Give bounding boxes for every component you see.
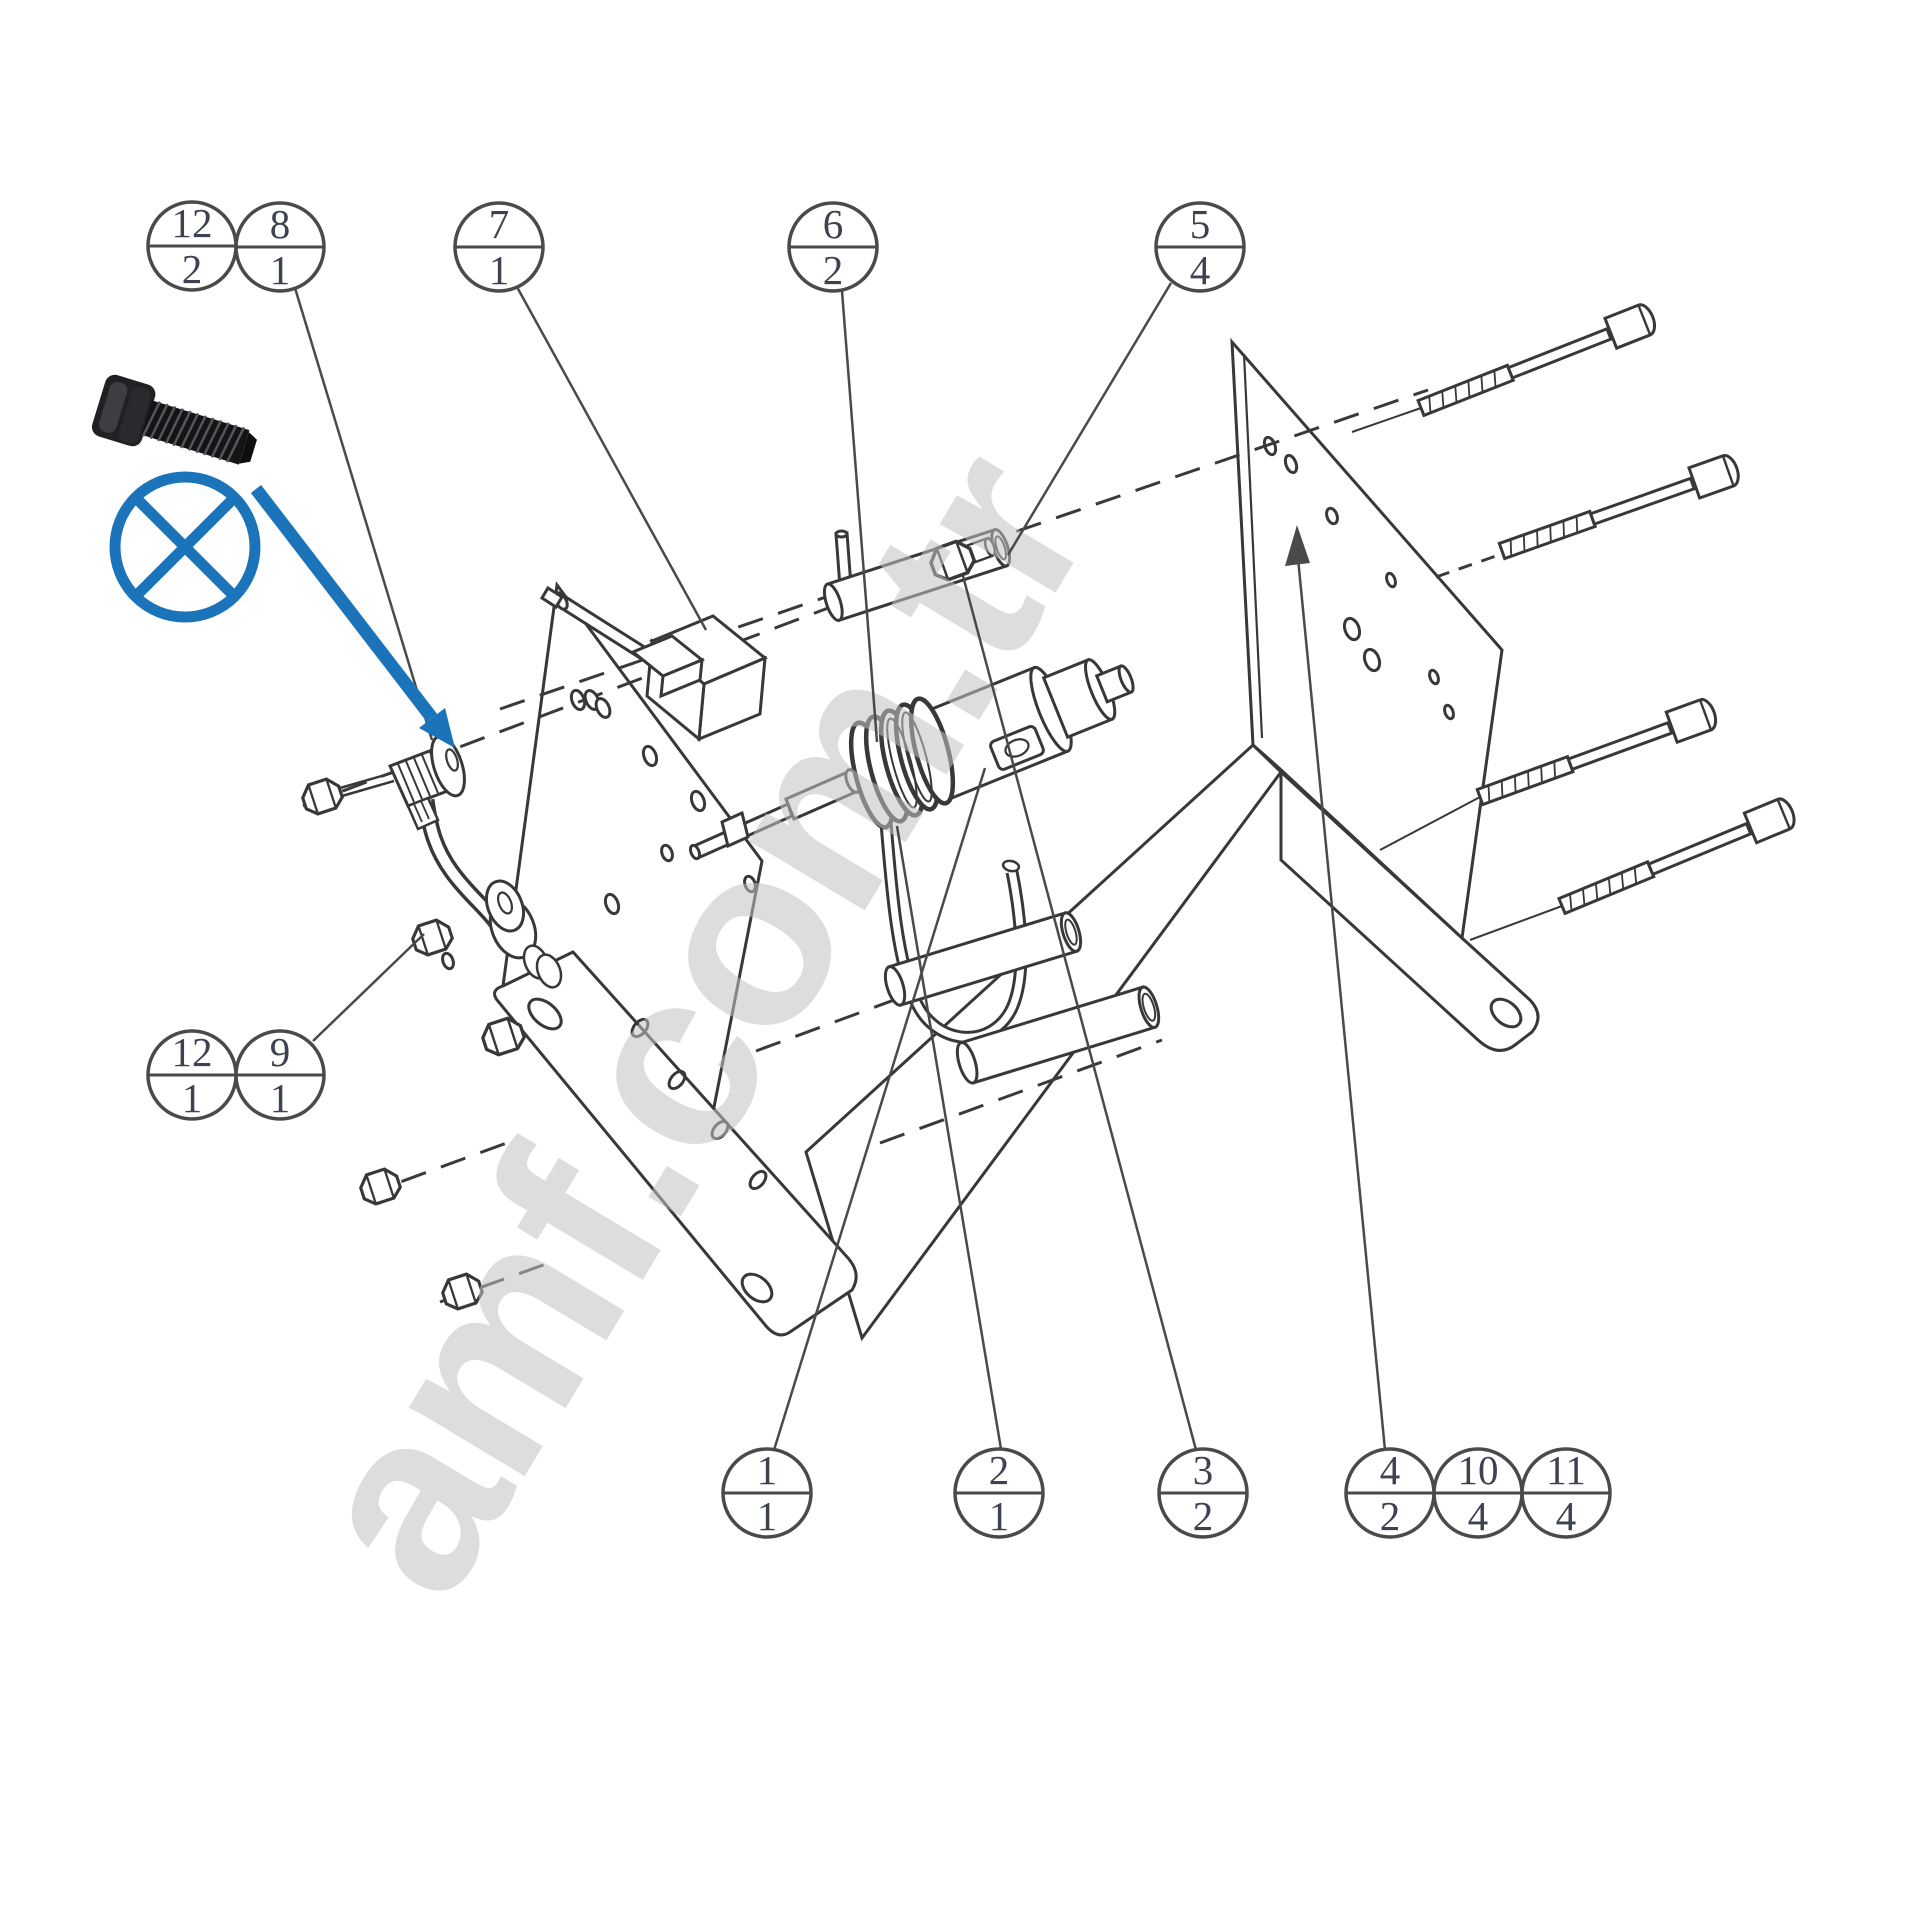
- callout-balloon-5-4: 5 4: [1154, 201, 1246, 293]
- right-plate-holes: [1262, 435, 1455, 721]
- spring-coils: [848, 696, 956, 830]
- callout-qty: 1: [270, 247, 291, 293]
- callout-qty: 4: [1190, 247, 1211, 293]
- leader-line: [772, 767, 987, 1451]
- callout-balloon-8-1: 8 1: [234, 201, 326, 293]
- connector-pin-tip: [539, 585, 565, 610]
- spacer-tube-3: [955, 985, 1161, 1085]
- callout-qty: 2: [1380, 1493, 1401, 1539]
- callout-qty: 4: [1556, 1493, 1577, 1539]
- callout-qty: 1: [757, 1493, 778, 1539]
- callout-balloon-3-2: 3 2: [1157, 1447, 1249, 1539]
- callout-qty: 4: [1468, 1493, 1489, 1539]
- leader-lines: [293, 282, 1387, 1451]
- connector-cap-front: [659, 657, 704, 699]
- callout-part-number: 10: [1458, 1447, 1499, 1493]
- callout-part-number: 7: [489, 201, 510, 247]
- hex-nut: [407, 915, 457, 960]
- callout-balloons: 12 2 8 1 7 1 6 2 5 4 12 1: [146, 200, 1612, 1539]
- callout-part-number: 5: [1190, 201, 1211, 247]
- hex-nut: [355, 1164, 405, 1209]
- callout-part-number: 12: [172, 1029, 213, 1075]
- centerline-mid-a: [361, 1139, 513, 1198]
- callout-part-number: 6: [823, 201, 844, 247]
- callout-qty: 1: [270, 1075, 291, 1121]
- knob-lever-assembly: [297, 734, 563, 1060]
- callout-part-number: 9: [270, 1029, 291, 1075]
- leader-line: [515, 286, 708, 631]
- centerline-bolt2: [1435, 554, 1497, 579]
- leader-line: [895, 825, 1003, 1450]
- callout-qty: 1: [989, 1493, 1010, 1539]
- callout-balloon-1-1: 1 1: [721, 1447, 813, 1539]
- callout-part-number: 2: [989, 1447, 1010, 1493]
- left-mounting-plate: [441, 581, 858, 1337]
- leader-line: [1006, 282, 1173, 556]
- left-plate-holes: [441, 688, 768, 1191]
- knurled-adjuster-knob: [387, 734, 466, 831]
- blue-annotations: [91, 374, 455, 748]
- callout-balloon-6-2: 6 2: [787, 201, 879, 293]
- callout-balloon-10-4: 10 4: [1432, 1447, 1524, 1539]
- centerline-low-b: [879, 1038, 1163, 1145]
- callout-part-number: 1: [757, 1447, 778, 1493]
- callout-part-number: 11: [1546, 1447, 1585, 1493]
- tension-spring: [848, 696, 1028, 1044]
- connector-switch: [539, 585, 768, 742]
- callout-balloon-2-1: 2 1: [953, 1447, 1045, 1539]
- not-included-icon: [109, 471, 261, 623]
- bolt-lead-line: [1379, 796, 1481, 851]
- callout-part-number: 8: [270, 201, 291, 247]
- callout-qty: 2: [182, 246, 203, 292]
- flange-hole: [740, 1272, 774, 1304]
- callout-part-number: 3: [1193, 1447, 1214, 1493]
- spacer-tube-2: [883, 911, 1083, 1007]
- bolt-lead-line: [1469, 905, 1563, 941]
- left-plate-flange: [493, 950, 858, 1337]
- terminal-ring: [594, 697, 612, 719]
- hex-bolt: [1413, 300, 1661, 425]
- callout-balloon-4-2: 4 2: [1344, 1447, 1436, 1539]
- leader-line: [1295, 547, 1387, 1451]
- leader-line: [312, 933, 425, 1042]
- lever-shaft: [688, 768, 862, 861]
- tab-hole: [1489, 997, 1523, 1029]
- callout-part-number: 12: [172, 200, 213, 246]
- screw-photo: [91, 374, 257, 465]
- solenoid-window: [989, 725, 1045, 771]
- right-plate-face: [1230, 337, 1504, 942]
- callout-qty: 1: [182, 1075, 203, 1121]
- hex-bolt: [1495, 451, 1744, 568]
- leader-arrowhead: [1285, 525, 1310, 566]
- leader-line: [293, 287, 434, 741]
- callout-part-number: 4: [1380, 1447, 1401, 1493]
- bolt-lead-line: [1351, 407, 1422, 433]
- callout-balloon-7-1: 7 1: [453, 201, 545, 293]
- callout-qty: 2: [823, 247, 844, 293]
- flange-slot: [527, 997, 563, 1031]
- hex-bolt: [1473, 695, 1721, 814]
- centerline-top: [499, 388, 1429, 711]
- callout-balloon-12-2: 12 2: [146, 200, 238, 292]
- hex-bolt: [1554, 794, 1800, 923]
- callout-balloon-11-4: 11 4: [1520, 1447, 1612, 1539]
- hex-standoff: [925, 536, 997, 586]
- leader-line: [961, 575, 1198, 1451]
- callout-qty: 1: [489, 247, 510, 293]
- callout-qty: 2: [1193, 1493, 1214, 1539]
- right-plate-tab: [1279, 768, 1540, 1052]
- leader-line: [840, 290, 879, 743]
- hex-nut: [297, 774, 347, 819]
- callout-balloon-12-1: 12 1: [146, 1029, 238, 1121]
- pointer-arrow-icon: [250, 485, 455, 748]
- washer: [535, 953, 563, 989]
- callout-balloon-9-1: 9 1: [234, 1029, 326, 1121]
